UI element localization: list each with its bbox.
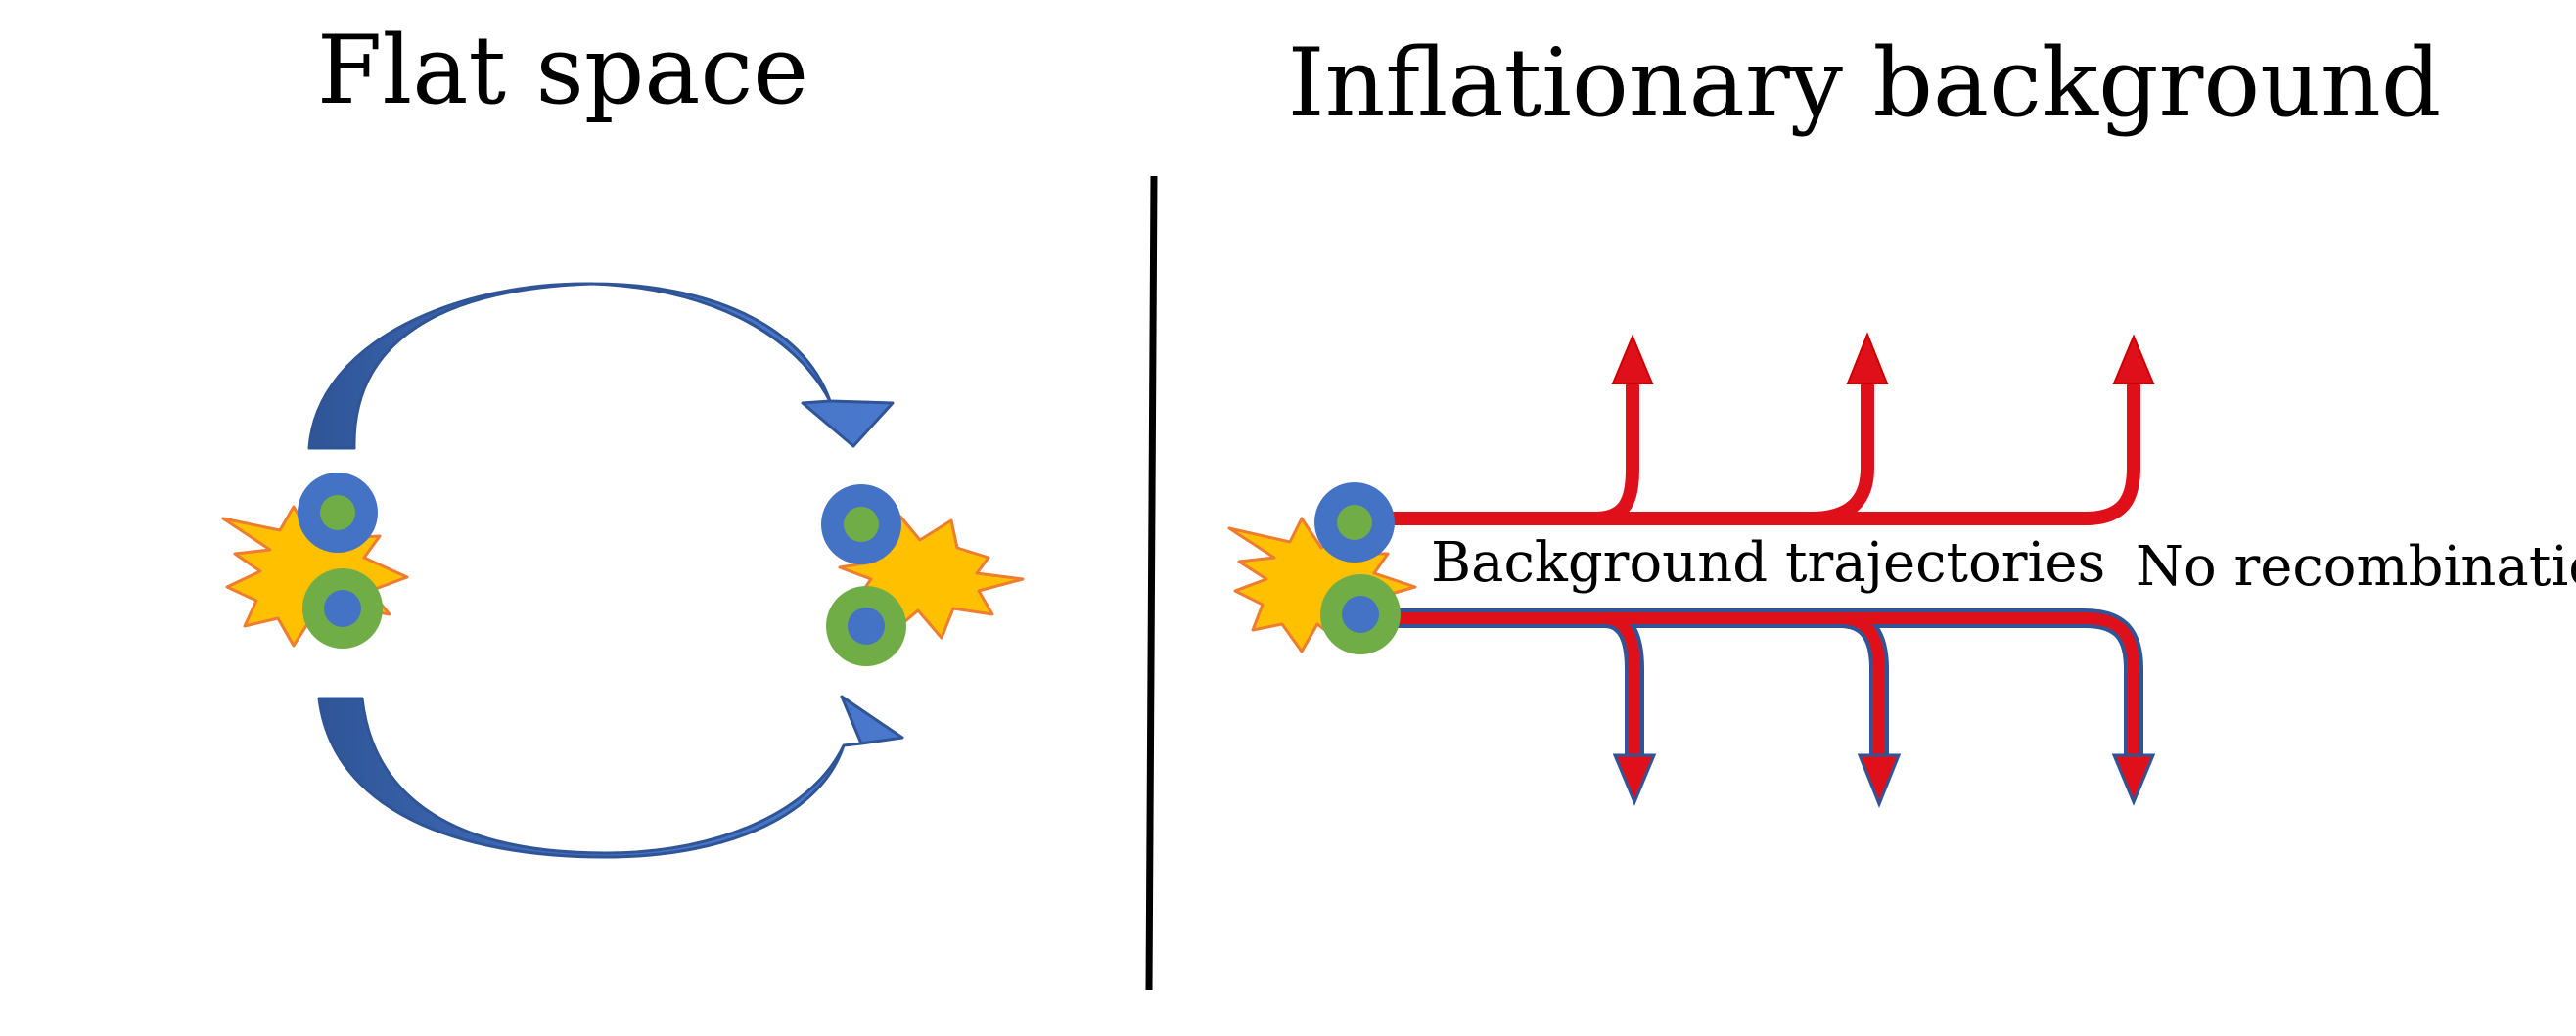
panel-divider: [1145, 175, 1158, 991]
flat-particle-top-inner: [844, 507, 879, 542]
lower-trajectories-outline: [1370, 608, 2143, 761]
inflation-particle-top-inner: [1337, 505, 1372, 540]
up-arrowhead-1: [1611, 334, 1654, 384]
flat-particle-bottom-inner: [848, 608, 885, 645]
background-trajectories-label: Background trajectories: [1431, 531, 2105, 595]
down-arrowhead-2: [1857, 753, 1902, 809]
left-particle-bottom-inner: [324, 590, 361, 627]
up-arrowhead-3: [2112, 334, 2155, 384]
down-arrowhead-1: [1612, 753, 1657, 806]
top-curved-arrow: [307, 282, 895, 450]
inflationary-background-title: Inflationary background: [1288, 28, 2442, 138]
down-arrowhead-3: [2111, 753, 2156, 806]
inflation-particle-bottom-inner: [1342, 596, 1379, 633]
up-arrowhead-2: [1846, 332, 1889, 384]
lower-trajectories: [1370, 612, 2139, 763]
upper-trajectories: [1370, 372, 2140, 525]
flat-space-title: Flat space: [317, 16, 808, 125]
bottom-curved-arrow: [317, 695, 904, 859]
no-recombination-label: No recombination: [2136, 535, 2576, 599]
left-particle-top-inner: [320, 495, 355, 530]
